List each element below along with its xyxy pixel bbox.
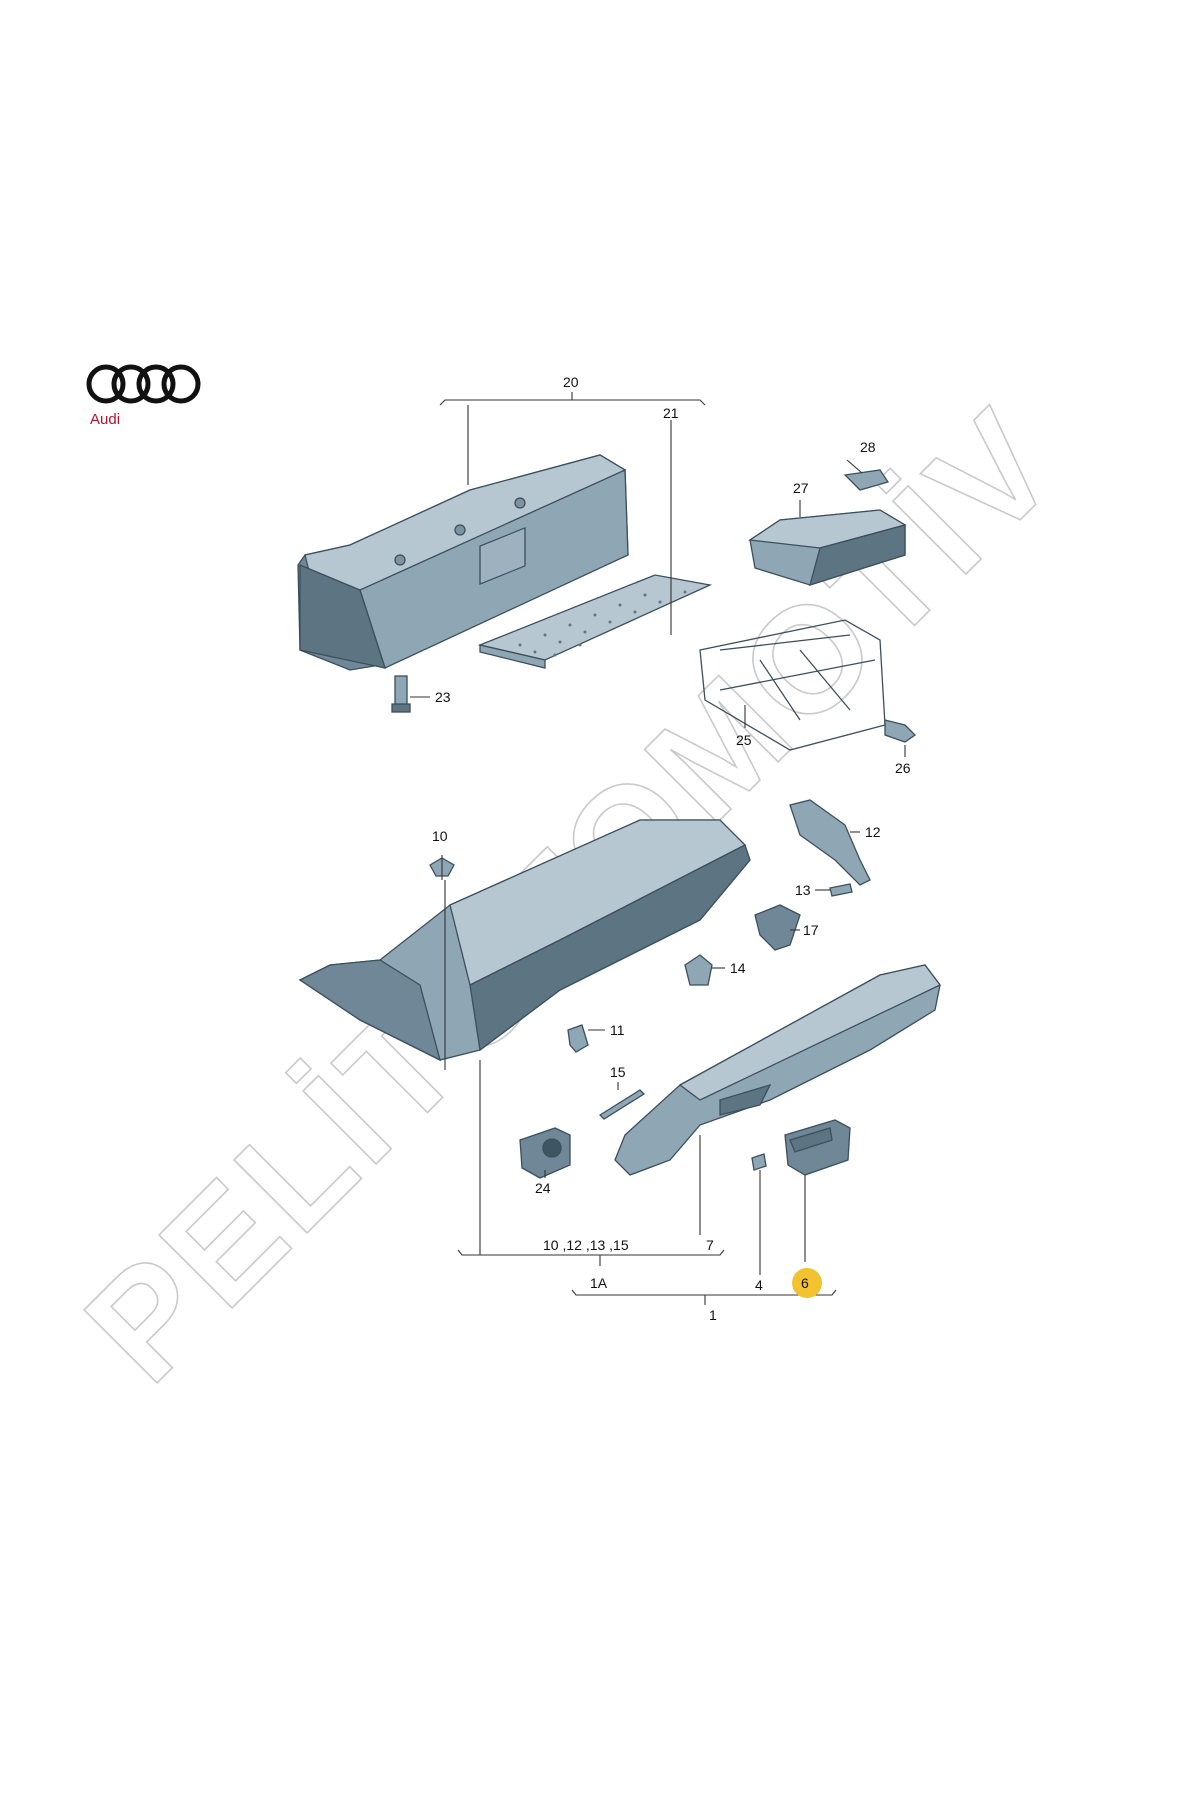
part-21-mat	[477, 574, 713, 669]
part-11-plug	[567, 1024, 589, 1053]
part-7-lid	[614, 964, 941, 1176]
callout-14: 14	[730, 960, 746, 976]
callout-24: 24	[535, 1180, 551, 1196]
audi-logo: Audi	[86, 364, 201, 428]
part-17-cover	[754, 904, 801, 951]
callout-13: 13	[795, 882, 811, 898]
callout-7: 7	[706, 1237, 714, 1253]
callout-17: 17	[803, 922, 819, 938]
ring-2	[111, 364, 151, 404]
ring-3	[136, 364, 176, 404]
callout-27: 27	[793, 480, 809, 496]
callout-6: 6	[801, 1275, 809, 1291]
part-6-handle	[784, 1119, 851, 1176]
part-13-screw	[829, 883, 853, 897]
callout-20: 20	[563, 374, 579, 390]
part-14-buffer	[684, 954, 713, 986]
part-26-screw	[884, 719, 917, 743]
part-20-storage-tray	[297, 454, 629, 671]
audi-rings-icon	[86, 364, 201, 404]
part-28-clip	[843, 469, 890, 491]
part-27-holder	[748, 509, 907, 586]
callout-12: 12	[865, 824, 881, 840]
ring-4	[161, 364, 201, 404]
callout-15: 15	[610, 1064, 626, 1080]
part-12-latch	[789, 799, 871, 886]
part-24-switch	[519, 1127, 571, 1179]
callout-group-1a: 10 ,12 ,13 ,15	[543, 1237, 629, 1253]
callout-28: 28	[860, 439, 876, 455]
callout-1: 1	[709, 1307, 717, 1323]
callout-23: 23	[435, 689, 451, 705]
part-15-pin	[598, 1089, 646, 1120]
callout-21: 21	[663, 405, 679, 421]
callout-26: 26	[895, 760, 911, 776]
part-23-screw	[391, 675, 411, 713]
callout-labels: 20 21 23 25 26 27 28 10 11 12 13 14 15 1…	[432, 374, 911, 1323]
callout-4: 4	[755, 1277, 763, 1293]
ring-1	[86, 364, 126, 404]
leader-lines	[410, 392, 906, 1305]
audi-logo-text: Audi	[90, 411, 120, 428]
callout-10: 10	[432, 828, 448, 844]
part-4-screw	[751, 1153, 767, 1171]
mat-dots	[518, 590, 687, 657]
callout-11: 11	[610, 1022, 625, 1038]
callout-25: 25	[736, 732, 752, 748]
highlight-marker	[792, 1268, 822, 1298]
callout-1a: 1A	[590, 1275, 608, 1291]
glovebox-housing	[298, 819, 751, 1062]
